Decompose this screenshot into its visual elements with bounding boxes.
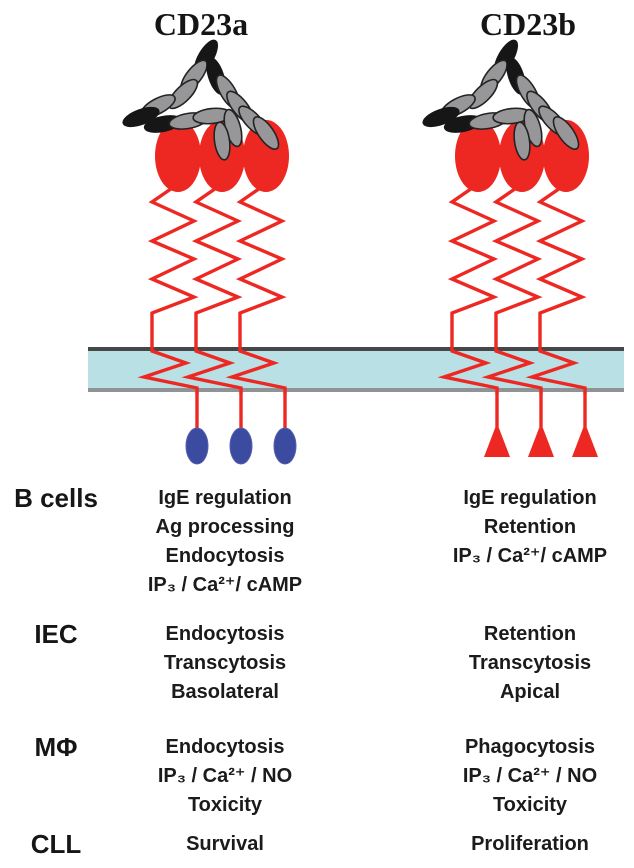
cell-type-label: MΦ bbox=[34, 732, 78, 762]
cd23b-functions: IgE regulation Retention IP₃ / Ca²⁺/ cAM… bbox=[420, 484, 634, 571]
cd23b-tail-triangle-icon bbox=[572, 423, 598, 457]
cd23b-receptor bbox=[419, 35, 598, 457]
function-line: IgE regulation bbox=[463, 487, 597, 509]
function-line: Endocytosis bbox=[165, 736, 285, 758]
function-line: Transcytosis bbox=[468, 652, 592, 674]
cd23a-receptor bbox=[119, 35, 297, 465]
function-line: Proliferation bbox=[471, 833, 589, 855]
cd23a-functions: IgE regulation Ag processing Endocytosis… bbox=[113, 484, 337, 600]
function-line: Retention bbox=[483, 516, 577, 538]
cd23b-title: CD23b bbox=[479, 6, 577, 42]
cd23a-functions: Survival bbox=[113, 830, 337, 859]
function-line: Endocytosis bbox=[165, 623, 285, 645]
function-line: IP₃ / Ca²⁺ / NO bbox=[157, 765, 293, 787]
function-line: Retention bbox=[483, 623, 577, 645]
cd23a-cytoplasmic-tails bbox=[185, 392, 297, 465]
function-line: Basolateral bbox=[171, 681, 279, 703]
function-line: IgE regulation bbox=[158, 487, 292, 509]
function-line: IP₃ / Ca²⁺/ cAMP bbox=[452, 545, 608, 567]
cell-type-label: B cells bbox=[14, 483, 98, 513]
function-line: Toxicity bbox=[492, 794, 568, 816]
function-line: IP₃ / Ca²⁺ / NO bbox=[462, 765, 598, 787]
cd23b-functions: Retention Transcytosis Apical bbox=[420, 620, 634, 707]
cd23b-functions: Proliferation bbox=[420, 830, 634, 859]
cd23a-functions: Endocytosis IP₃ / Ca²⁺ / NO Toxicity bbox=[113, 733, 337, 820]
cd23b-tail-triangle-icon bbox=[484, 423, 510, 457]
cd23b-cytoplasmic-tails bbox=[484, 392, 598, 457]
function-line: Apical bbox=[499, 681, 561, 703]
cd23a-tail-oval-icon bbox=[229, 427, 253, 465]
cd23a-tail-oval-icon bbox=[185, 427, 209, 465]
function-line: Survival bbox=[186, 833, 264, 855]
cell-type-label: CLL bbox=[30, 829, 82, 859]
cd23a-title: CD23a bbox=[153, 6, 249, 42]
cd23b-functions: Phagocytosis IP₃ / Ca²⁺ / NO Toxicity bbox=[420, 733, 634, 820]
function-line: IP₃ / Ca²⁺/ cAMP bbox=[147, 574, 303, 596]
cd23a-tail-oval-icon bbox=[273, 427, 297, 465]
function-line: Phagocytosis bbox=[464, 736, 596, 758]
cd23a-functions: Endocytosis Transcytosis Basolateral bbox=[113, 620, 337, 707]
function-line: Ag processing bbox=[155, 516, 295, 538]
cell-type-label: IEC bbox=[34, 619, 78, 649]
function-line: Transcytosis bbox=[163, 652, 287, 674]
function-line: Toxicity bbox=[187, 794, 263, 816]
function-line: Endocytosis bbox=[165, 545, 285, 567]
cd23b-tail-triangle-icon bbox=[528, 423, 554, 457]
